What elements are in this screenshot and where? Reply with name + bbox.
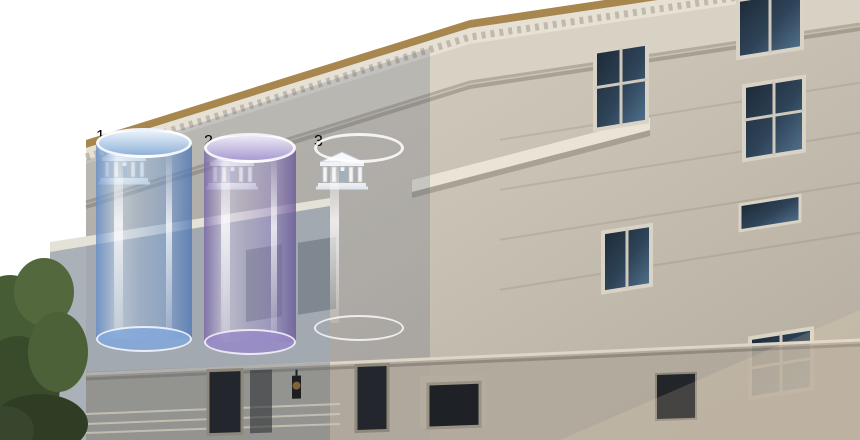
cylinder-rim — [204, 133, 296, 163]
frieze-band — [86, 0, 860, 202]
cylinder-sheen — [271, 153, 277, 337]
window — [601, 222, 653, 295]
window — [593, 41, 649, 133]
fund-cylinder-2: 2 — [204, 133, 296, 355]
pediment-shadow — [412, 130, 650, 198]
cylinder-sheen — [221, 153, 230, 337]
cylinder-base — [96, 326, 192, 352]
ground-ledge — [85, 338, 860, 376]
cylinder-sheen — [114, 148, 123, 334]
cylinder-base — [314, 315, 404, 341]
window — [738, 193, 802, 233]
door — [206, 367, 244, 437]
cylinder-rim — [314, 133, 404, 163]
fund-cylinder-1: 1 — [96, 128, 192, 352]
fund-cylinder-3: 3 — [314, 133, 404, 341]
cylinder-base — [204, 329, 296, 355]
window — [736, 0, 804, 61]
door — [655, 371, 697, 422]
cylinder-rim — [96, 128, 192, 158]
cylinder-body — [96, 143, 192, 339]
cylinder-body — [314, 148, 404, 328]
entrance-doors — [206, 362, 697, 437]
window — [298, 236, 336, 315]
door — [426, 380, 482, 430]
entrance-pediment — [412, 118, 650, 192]
cylinder-sheen — [166, 148, 172, 334]
tree — [0, 258, 88, 440]
lantern-icon — [292, 369, 301, 399]
sunlight-wash — [560, 310, 860, 440]
door — [354, 362, 390, 434]
window — [742, 74, 806, 163]
cylinder-body — [204, 148, 296, 342]
cylinder-sheen — [330, 153, 339, 323]
door — [250, 369, 272, 434]
